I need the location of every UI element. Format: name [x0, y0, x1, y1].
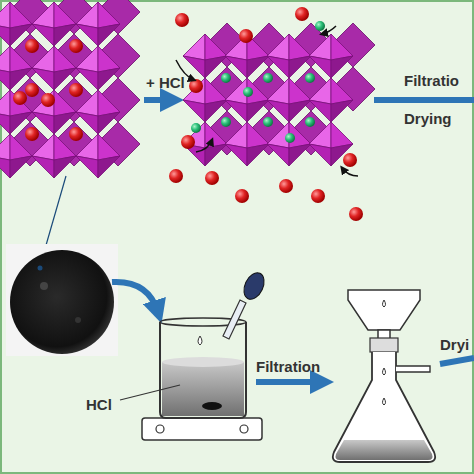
step-label: Filtration — [256, 358, 320, 376]
process-arrow — [144, 97, 172, 103]
step-label: Dryi — [440, 336, 469, 354]
perovskite-lattice — [0, 0, 140, 178]
exchanged-lattice — [169, 7, 375, 221]
process-arrow — [374, 97, 474, 103]
step-label: + HCl — [146, 74, 185, 92]
sample-photo — [6, 244, 118, 356]
process-arrow — [112, 282, 158, 312]
step-label: HCl — [86, 396, 112, 414]
step-label: Drying — [404, 110, 452, 128]
process-arrow — [440, 358, 474, 364]
process-arrow — [256, 379, 322, 385]
leader-line — [120, 385, 180, 400]
filtration-flask — [333, 290, 435, 462]
beaker-stirrer — [142, 270, 268, 440]
step-label: Filtratio — [404, 72, 459, 90]
